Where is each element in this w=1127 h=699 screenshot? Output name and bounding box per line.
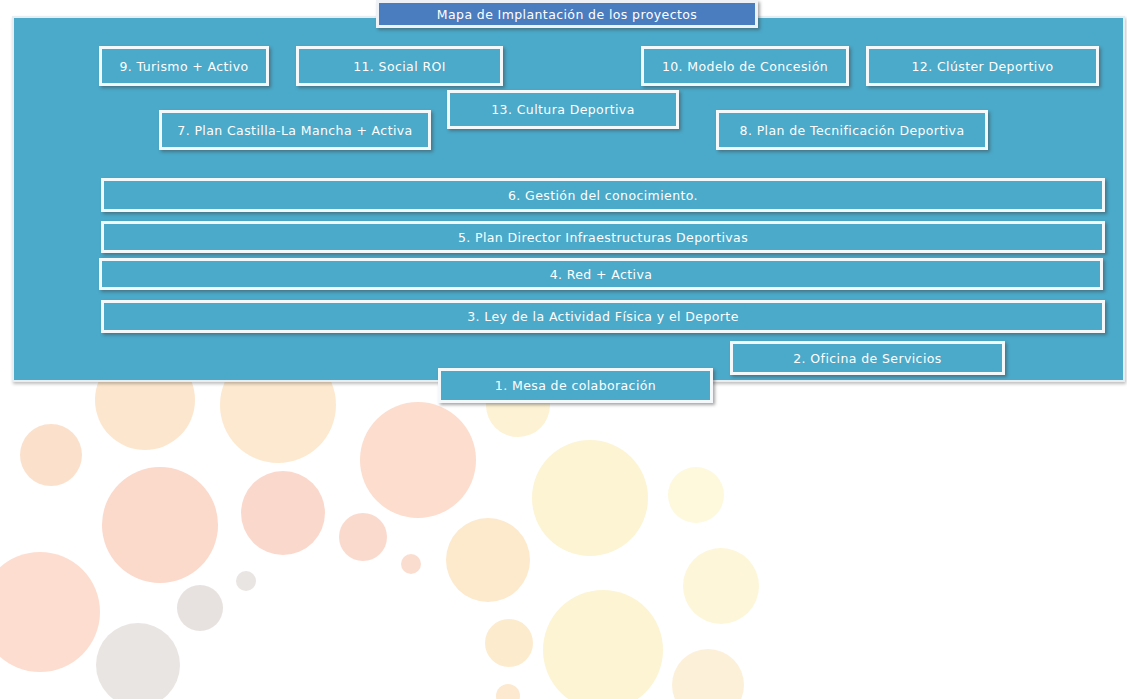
project-box: 9. Turismo + Activo bbox=[99, 46, 269, 86]
circle bbox=[496, 684, 520, 699]
circle bbox=[0, 552, 100, 672]
circle bbox=[532, 440, 648, 556]
project-label: 10. Modelo de Concesión bbox=[662, 59, 828, 74]
project-label: 9. Turismo + Activo bbox=[119, 59, 248, 74]
project-box: 10. Modelo de Concesión bbox=[641, 46, 849, 86]
circle bbox=[446, 518, 530, 602]
project-box: 4. Red + Activa bbox=[99, 258, 1103, 290]
circle bbox=[668, 467, 724, 523]
project-box: 1. Mesa de colaboración bbox=[438, 368, 713, 403]
circle bbox=[672, 649, 744, 699]
project-box: 5. Plan Director Infraestructuras Deport… bbox=[101, 221, 1105, 253]
circle bbox=[401, 554, 421, 574]
project-box: 3. Ley de la Actividad Física y el Depor… bbox=[101, 300, 1105, 333]
circle bbox=[683, 548, 759, 624]
project-label: 12. Clúster Deportivo bbox=[911, 59, 1053, 74]
circle bbox=[102, 467, 218, 583]
project-label: 7. Plan Castilla-La Mancha + Activa bbox=[177, 123, 412, 138]
circle bbox=[241, 471, 325, 555]
project-label: 11. Social ROI bbox=[353, 59, 446, 74]
project-label: 1. Mesa de colaboración bbox=[495, 378, 656, 393]
project-label: 4. Red + Activa bbox=[550, 267, 653, 282]
project-box: 12. Clúster Deportivo bbox=[866, 46, 1099, 86]
project-label: 13. Cultura Deportiva bbox=[491, 102, 634, 117]
title-text: Mapa de Implantación de los proyectos bbox=[437, 7, 697, 22]
project-box: 6. Gestión del conocimiento. bbox=[101, 178, 1105, 212]
circle bbox=[177, 585, 223, 631]
project-box: 2. Oficina de Servicios bbox=[730, 341, 1005, 375]
project-label: 6. Gestión del conocimiento. bbox=[508, 188, 698, 203]
project-box: 11. Social ROI bbox=[296, 46, 503, 86]
circle bbox=[543, 590, 663, 699]
circle bbox=[236, 571, 256, 591]
circle bbox=[360, 402, 476, 518]
project-box: 7. Plan Castilla-La Mancha + Activa bbox=[159, 110, 431, 150]
project-label: 3. Ley de la Actividad Física y el Depor… bbox=[467, 309, 738, 324]
project-label: 5. Plan Director Infraestructuras Deport… bbox=[458, 230, 748, 245]
circle bbox=[20, 424, 82, 486]
project-label: 8. Plan de Tecnificación Deportiva bbox=[740, 123, 965, 138]
project-box: 13. Cultura Deportiva bbox=[447, 90, 679, 129]
circle bbox=[96, 623, 180, 699]
project-box: 8. Plan de Tecnificación Deportiva bbox=[716, 110, 988, 150]
title-box: Mapa de Implantación de los proyectos bbox=[376, 0, 758, 28]
project-label: 2. Oficina de Servicios bbox=[793, 351, 941, 366]
circle bbox=[339, 513, 387, 561]
circle bbox=[485, 619, 533, 667]
